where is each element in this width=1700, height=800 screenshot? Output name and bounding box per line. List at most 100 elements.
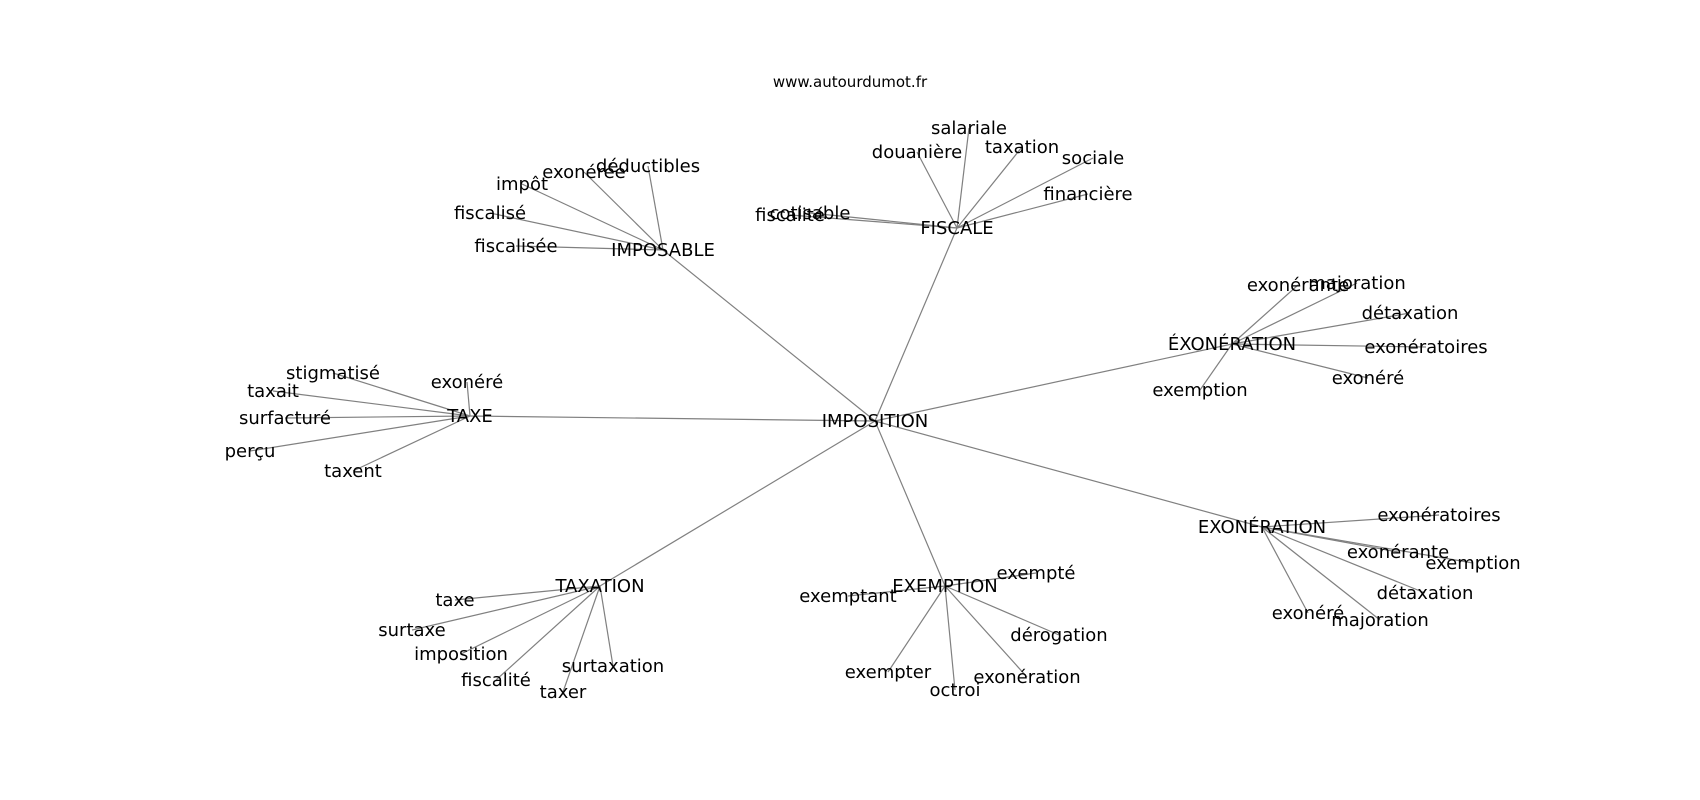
edge-imposable-fiscalisee <box>515 245 664 251</box>
leaf-node-exemption: exemption <box>1425 553 1520 574</box>
edge-exemption-octroi <box>944 585 956 691</box>
edge-fiscale-douaniere <box>916 151 958 229</box>
edge-taxation-imposition <box>460 585 601 655</box>
leaf-node-stigmatise: stigmatisé <box>286 363 380 384</box>
leaf-node-exonerante: exonérante <box>1247 275 1349 296</box>
leaf-node-majoration: majoration <box>1331 610 1429 631</box>
edge-exoneration-exoneratoires <box>1261 514 1440 528</box>
edge-taxe-taxait <box>272 390 471 417</box>
edge-exemption-exoneration <box>944 585 1028 678</box>
leaf-node-exoneree: exonérée <box>542 162 626 183</box>
hub-node-exemption: EXEMPTION <box>892 576 997 597</box>
leaf-node-douaniere: douanière <box>872 142 962 163</box>
edge-imposable-exoneree <box>583 171 664 251</box>
leaf-node-fiscalite: fiscalité <box>755 205 825 226</box>
leaf-node-taxer: taxer <box>540 682 587 703</box>
leaf-node-exempter: exempter <box>845 662 932 683</box>
edge-taxe-surfacture <box>284 415 471 419</box>
edge-imposable-fiscalise <box>489 212 664 251</box>
edge-taxe-exonere <box>466 381 471 417</box>
edge-center-exemption <box>874 420 946 587</box>
edge-exoneration-detaxation <box>1261 526 1426 594</box>
leaf-node-detaxation: détaxation <box>1362 303 1459 324</box>
hub-node-imposable: IMPOSABLE <box>611 240 715 261</box>
edge-exoneration-exonere <box>1231 343 1369 379</box>
leaf-node-taxent: taxent <box>324 461 382 482</box>
leaf-node-sociale: sociale <box>1062 148 1124 169</box>
site-credit: www.autourdumot.fr <box>772 73 928 91</box>
leaf-node-surtaxe: surtaxe <box>378 620 445 641</box>
edge-exemption-derogation <box>944 585 1060 636</box>
leaf-node-exonere: exonéré <box>431 372 503 393</box>
leaf-node-exemption: exemption <box>1152 380 1247 401</box>
leaf-node-derogation: dérogation <box>1010 625 1107 646</box>
edge-center-fiscale <box>874 227 958 422</box>
edge-taxation-surtaxe <box>411 585 601 631</box>
leaf-node-exoneratoires: exonératoires <box>1377 505 1500 526</box>
edge-fiscale-financiere <box>956 193 1089 229</box>
leaf-node-surfacture: surfacturé <box>239 408 331 429</box>
leaf-node-taxe: taxe <box>435 590 474 611</box>
edge-taxe-stigmatise <box>332 372 471 417</box>
leaf-node-impot: impôt <box>496 174 548 195</box>
leaf-node-deductibles: déductibles <box>596 156 700 177</box>
edge-exoneration-majoration <box>1261 526 1381 621</box>
leaf-node-salariale: salariale <box>931 118 1007 139</box>
edge-center-taxation <box>599 420 876 587</box>
leaf-node-exonere: exonéré <box>1332 368 1404 389</box>
edge-exemption-exempter <box>887 585 946 673</box>
leaf-node-taxait: taxait <box>247 381 299 402</box>
edge-exoneration-majoration <box>1231 282 1358 345</box>
edge-exoneration-exemption <box>1261 526 1474 564</box>
edge-center-taxe <box>469 415 876 422</box>
graph-edges <box>249 127 1474 693</box>
leaf-node-exempte: exempté <box>996 563 1075 584</box>
edge-taxation-surtaxation <box>599 585 614 667</box>
leaf-node-octroi: octroi <box>930 680 981 701</box>
leaf-node-exoneratoires: exonératoires <box>1364 337 1487 358</box>
leaf-node-exonere: exonéré <box>1272 603 1344 624</box>
edge-exoneration-exonere <box>1261 526 1309 614</box>
edge-fiscale-salariale <box>956 127 970 229</box>
edge-exoneration-exemption <box>1199 343 1233 391</box>
leaf-node-fiscalise: fiscalisé <box>454 203 526 224</box>
leaf-node-detaxation: détaxation <box>1377 583 1474 604</box>
edge-exemption-exempte <box>944 572 1037 587</box>
leaf-node-imposition: imposition <box>414 644 508 665</box>
edge-exoneration-exoneratoires <box>1231 343 1427 348</box>
hub-node-fiscale: FISCALE <box>920 218 993 239</box>
hub-node-exoneration: ÉXONÉRATION <box>1168 333 1296 355</box>
leaf-node-cotisable: cotisable <box>770 203 851 224</box>
edge-fiscale-sociale <box>956 157 1094 229</box>
leaf-node-exoneration: exonération <box>973 667 1080 688</box>
edge-fiscale-cotisable <box>809 212 958 229</box>
edge-center-exoneration <box>874 343 1233 422</box>
edge-exemption-exemptant <box>847 585 946 597</box>
edge-fiscale-taxation <box>956 146 1023 229</box>
edge-center-imposable <box>662 249 876 422</box>
edge-exoneration-detaxation <box>1231 312 1411 345</box>
edge-taxe-percu <box>249 415 471 452</box>
edge-fiscale-fiscalite <box>789 214 958 229</box>
leaf-node-percu: perçu <box>225 441 276 462</box>
leaf-node-financiere: financière <box>1043 184 1132 205</box>
hub-node-taxe: TAXE <box>446 406 493 427</box>
edge-taxation-taxe <box>454 585 601 601</box>
leaf-node-exonerante: exonérante <box>1347 542 1449 563</box>
edge-taxe-taxent <box>352 415 471 472</box>
edge-center-exoneration <box>874 420 1263 528</box>
leaf-node-majoration: majoration <box>1308 273 1406 294</box>
leaf-node-exemptant: exemptant <box>799 586 896 607</box>
edge-exoneration-exonerante <box>1231 284 1299 345</box>
edge-taxation-fiscalite <box>495 585 601 681</box>
leaf-node-fiscalite: fiscalité <box>461 670 531 691</box>
leaf-node-fiscalisee: fiscalisée <box>474 236 557 257</box>
center-node: IMPOSITION <box>822 411 929 432</box>
hub-node-taxation: TAXATION <box>554 576 644 597</box>
edge-taxation-taxer <box>562 585 601 693</box>
leaf-node-surtaxation: surtaxation <box>562 656 664 677</box>
hub-node-exoneration: EXONÉRATION <box>1198 516 1326 538</box>
edge-imposable-impot <box>521 183 664 251</box>
